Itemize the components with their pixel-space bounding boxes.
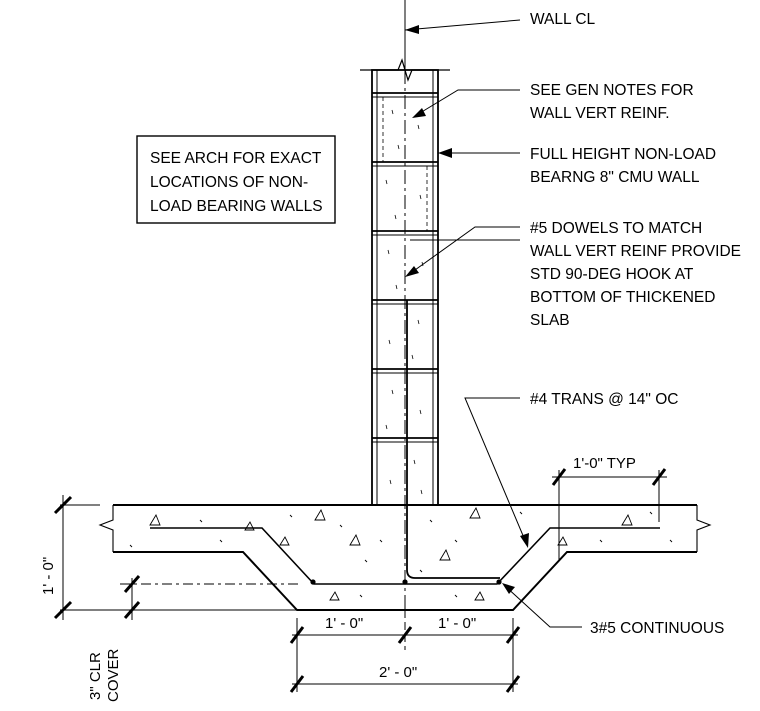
label-gen-notes-2: WALL VERT REINF.	[530, 105, 670, 122]
callout-labels: WALL CL SEE GEN NOTES FOR WALL VERT REIN…	[530, 11, 741, 637]
note-box: SEE ARCH FOR EXACT LOCATIONS OF NON- LOA…	[136, 135, 336, 224]
dim-clr-1: 3" CLR	[87, 652, 104, 700]
dim-right-half: 1' - 0"	[438, 615, 476, 632]
label-trans: #4 TRANS @ 14" OC	[530, 391, 678, 408]
label-dowels-2: WALL VERT REINF PROVIDE	[530, 243, 741, 260]
leaders	[404, 19, 582, 628]
label-continuous: 3#5 CONTINUOUS	[590, 620, 724, 637]
label-cmu-1: FULL HEIGHT NON-LOAD	[530, 146, 716, 163]
label-dowels-1: #5 DOWELS TO MATCH	[530, 220, 702, 237]
label-dowels-3: STD 90-DEG HOOK AT	[530, 266, 694, 283]
label-dowels-5: SLAB	[530, 312, 570, 329]
note-line-1: SEE ARCH FOR EXACT	[150, 150, 322, 167]
note-line-2: LOCATIONS OF NON-	[150, 174, 308, 191]
cmu-wall	[360, 58, 500, 579]
dim-left-half: 1' - 0"	[325, 615, 363, 632]
dimension-lines	[53, 468, 667, 693]
label-wall-cl: WALL CL	[530, 11, 596, 28]
dim-total: 2' - 0"	[379, 664, 417, 681]
label-gen-notes-1: SEE GEN NOTES FOR	[530, 82, 694, 99]
label-cmu-2: BEARNG 8" CMU WALL	[530, 169, 700, 186]
label-dowels-4: BOTTOM OF THICKENED	[530, 289, 715, 306]
dim-typ: 1'-0" TYP	[573, 455, 636, 472]
dim-clr-2: COVER	[105, 648, 122, 702]
thickened-slab	[98, 504, 712, 650]
dimension-labels: 1'-0" TYP 1' - 0" 1' - 0" 1' - 0" 2' - 0…	[40, 455, 636, 702]
note-line-3: LOAD BEARING WALLS	[150, 198, 323, 215]
dim-depth: 1' - 0"	[40, 557, 57, 595]
